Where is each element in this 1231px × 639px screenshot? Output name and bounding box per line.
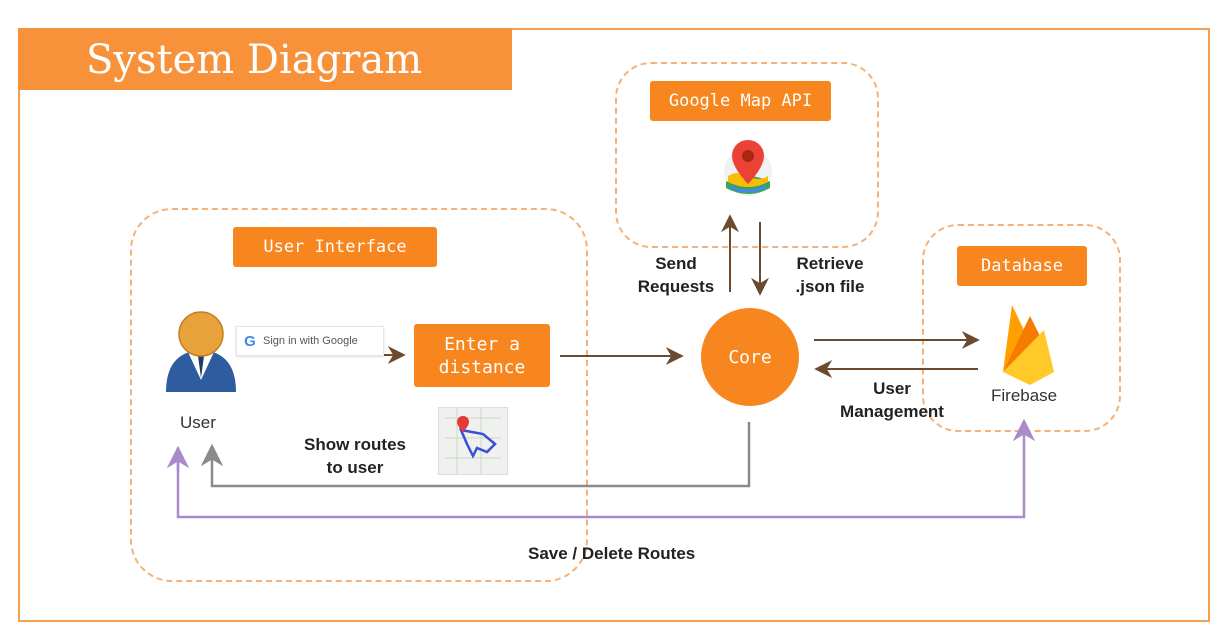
core-label: Core [728, 346, 772, 368]
enter-distance-node: Enter a distance [414, 324, 550, 387]
arrow-save-delete-routes [176, 418, 1036, 519]
show-routes-label: Show routes to user [290, 433, 420, 479]
save-delete-routes-label: Save / Delete Routes [528, 544, 696, 563]
google-map-api-group [615, 62, 879, 248]
google-map-api-label: Google Map API [650, 81, 831, 121]
diagram-title: System Diagram [86, 37, 423, 83]
user-interface-group [130, 208, 588, 582]
core-node: Core [701, 308, 799, 406]
firebase-label: Firebase [991, 386, 1058, 405]
diagram-frame [18, 28, 1210, 622]
retrieve-json-label: Retrieve .json file [782, 252, 878, 298]
enter-distance-line2: distance [438, 356, 526, 378]
route-map-thumbnail [438, 407, 508, 475]
google-g-icon: G [244, 332, 256, 350]
user-mgmt-line2: Management [840, 402, 944, 421]
title-bar [18, 28, 512, 90]
arrow-show-routes [200, 422, 751, 488]
user-management-label: User Management [830, 377, 954, 423]
retrieve-line2: .json file [795, 277, 865, 296]
show-routes-line2: to user [326, 458, 384, 477]
user-interface-label: User Interface [233, 227, 437, 267]
user-label: User [180, 413, 216, 432]
google-signin-label: Sign in with Google [263, 335, 358, 347]
route-map-icon [445, 408, 501, 474]
database-label: Database [957, 246, 1087, 286]
send-requests-line2: Requests [637, 277, 715, 296]
google-signin-button[interactable]: G Sign in with Google [236, 326, 384, 356]
send-requests-line1: Send [655, 254, 697, 273]
retrieve-line1: Retrieve [796, 254, 864, 273]
show-routes-line1: Show routes [303, 435, 406, 454]
user-mgmt-line1: User [873, 379, 911, 398]
enter-distance-line1: Enter a [444, 333, 520, 355]
send-requests-label: Send Requests [628, 252, 724, 298]
